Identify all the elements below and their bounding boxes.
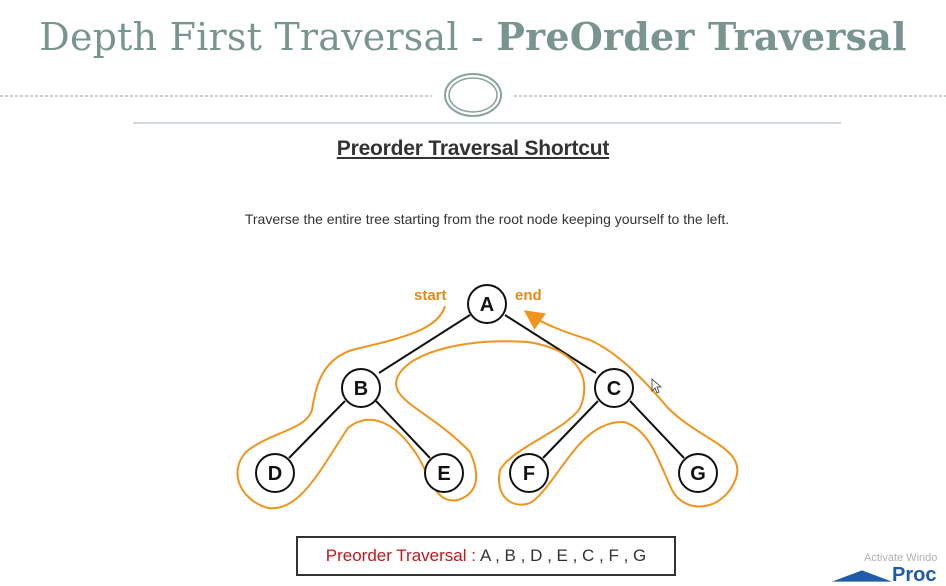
result-sequence: A , B , D , E , C , F , G: [479, 546, 647, 565]
tree-node-f: F: [509, 453, 549, 493]
title-part1: Depth First Traversal: [39, 15, 459, 59]
node-label-a: A: [480, 294, 494, 316]
tree-node-c: C: [594, 368, 634, 408]
tree-node-g: G: [678, 453, 718, 493]
instruction-text: Traverse the entire tree starting from t…: [244, 211, 730, 227]
tree-node-d: D: [255, 453, 295, 493]
title-divider: [0, 73, 946, 124]
node-label-f: F: [523, 463, 535, 485]
edge-c-f: [542, 400, 599, 459]
node-label-c: C: [607, 378, 621, 400]
brand-name: Proc: [892, 566, 937, 586]
node-label-b: B: [354, 378, 368, 400]
edge-a-c: [504, 314, 597, 374]
section-heading: Preorder Traversal Shortcut: [336, 137, 610, 160]
result-box: Preorder Traversal : A , B , D , E , C ,…: [296, 536, 676, 576]
mouse-cursor-icon: [651, 378, 663, 394]
edge-b-e: [375, 400, 431, 459]
slide-title: Depth First Traversal - PreOrder Travers…: [0, 14, 946, 59]
title-part2: PreOrder Traversal: [496, 14, 907, 59]
edge-c-g: [629, 400, 685, 459]
tree-edges: [288, 314, 685, 459]
result-label: Preorder Traversal :: [325, 546, 476, 565]
title-separator: -: [458, 15, 497, 59]
activate-windows-watermark: Activate Windo: [864, 552, 938, 564]
edge-a-b: [378, 314, 471, 374]
node-label-d: D: [268, 463, 282, 485]
edge-b-d: [288, 400, 346, 459]
start-label: start: [414, 287, 447, 304]
traversal-path: [236, 305, 739, 510]
tree-node-a: A: [467, 284, 507, 324]
end-label: end: [515, 287, 542, 304]
node-label-e: E: [437, 463, 450, 485]
brand-logo: Proc: [832, 566, 946, 586]
tree-node-e: E: [424, 453, 464, 493]
tree-node-b: B: [341, 368, 381, 408]
graduation-cap-icon: [832, 570, 892, 582]
node-label-g: G: [690, 463, 706, 485]
